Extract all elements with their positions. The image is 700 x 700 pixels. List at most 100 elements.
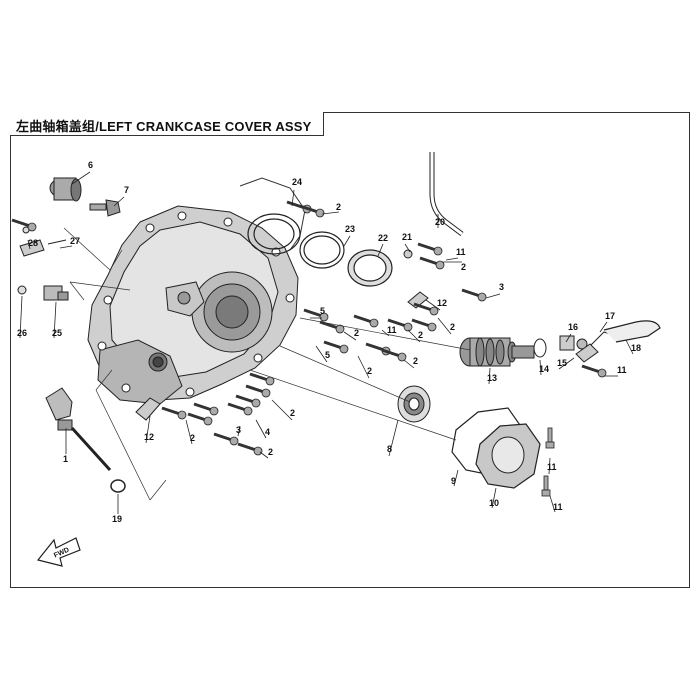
callout-11: 11 — [617, 365, 627, 375]
bolt — [411, 318, 437, 332]
plug-bolt-7 — [89, 199, 121, 217]
leader-line — [548, 457, 551, 475]
leader-line — [425, 299, 441, 311]
bolt — [417, 242, 443, 256]
bracket-15 — [575, 343, 599, 363]
bolt — [187, 412, 213, 426]
bracket-12 — [407, 291, 429, 309]
leader-line — [53, 301, 57, 339]
bolt — [161, 406, 187, 420]
leader-line — [27, 239, 31, 250]
callout-6: 6 — [88, 160, 93, 170]
callout-11: 11 — [387, 325, 397, 335]
crankcase-cover — [87, 205, 299, 405]
leader-line — [539, 359, 542, 376]
bolt — [193, 402, 219, 416]
bolt — [319, 320, 345, 334]
diagram-frame — [10, 112, 690, 588]
leader-line — [599, 321, 608, 333]
bolt — [581, 364, 607, 378]
bolt — [461, 288, 487, 302]
leader-line — [71, 171, 91, 185]
callout-17: 17 — [605, 311, 615, 321]
bolt — [227, 402, 253, 416]
bolt — [299, 204, 325, 218]
title-box: 左曲轴箱盖组/LEFT CRANKCASE COVER ASSY — [10, 112, 324, 136]
callout-11: 11 — [456, 247, 466, 257]
callout-1: 1 — [63, 454, 68, 464]
bearing — [397, 385, 431, 423]
leader-line — [381, 329, 390, 337]
bolt — [353, 314, 379, 328]
bolt — [249, 372, 275, 386]
callout-labels: 1 2 2 2 2 2 2 2 2 2 2 3 3 4 5 5 6 7 8 9 … — [17, 160, 641, 524]
bolt — [235, 394, 261, 408]
leader-line — [185, 419, 193, 445]
leader-line — [453, 469, 459, 487]
clamp-and-fitting — [533, 331, 617, 358]
callout-27: 27 — [70, 236, 80, 246]
callout-12: 12 — [437, 298, 447, 308]
bolt — [213, 432, 239, 446]
dipstick — [45, 387, 112, 472]
leader-line — [377, 243, 384, 257]
callout-2: 2 — [354, 328, 359, 338]
bolt — [323, 340, 349, 354]
leader-line — [445, 257, 459, 261]
callout-2: 2 — [367, 366, 372, 376]
bolt — [11, 218, 37, 232]
callout-16: 16 — [568, 322, 578, 332]
leader-line — [565, 333, 572, 343]
diagram-title: 左曲轴箱盖组/LEFT CRANKCASE COVER ASSY — [16, 119, 312, 134]
leader-line — [237, 425, 241, 437]
callout-13: 13 — [487, 373, 497, 383]
bolt — [303, 308, 329, 322]
callout-4: 4 — [265, 427, 270, 437]
o-ring-19 — [110, 479, 126, 493]
bolt — [237, 442, 263, 456]
callout-25: 25 — [52, 328, 62, 338]
alignment-lines — [63, 227, 471, 501]
bolt-26 — [17, 285, 27, 295]
bellows — [459, 337, 535, 367]
callout-2: 2 — [461, 262, 466, 272]
leader-line — [407, 329, 421, 343]
leader-line — [343, 235, 351, 247]
bracket-27-28 — [19, 226, 67, 257]
callout-12: 12 — [144, 432, 154, 442]
breather-fitting — [403, 249, 413, 259]
callout-2: 2 — [290, 408, 295, 418]
plate-12 — [135, 397, 161, 421]
leader-line — [357, 355, 370, 379]
callout-19: 19 — [112, 514, 122, 524]
leader-line — [145, 415, 151, 444]
sensor-25 — [43, 285, 69, 301]
callout-2: 2 — [336, 202, 341, 212]
gasket-outline — [239, 177, 306, 251]
leader-line — [19, 295, 23, 339]
leader-line — [549, 495, 556, 513]
callout-2: 2 — [418, 330, 423, 340]
fwd-arrow: FWD — [36, 537, 81, 567]
leader-line — [343, 331, 357, 341]
bolt — [545, 427, 555, 449]
leader-line — [558, 357, 575, 370]
callout-10: 10 — [489, 498, 499, 508]
callout-3: 3 — [499, 282, 504, 292]
callout-9: 9 — [451, 476, 456, 486]
leader-line — [291, 189, 295, 207]
leader-line — [113, 196, 125, 207]
callout-26: 26 — [17, 328, 27, 338]
callout-14: 14 — [539, 364, 549, 374]
cover-10-boss — [491, 436, 525, 474]
leader-line — [255, 419, 267, 439]
bolts — [11, 200, 607, 497]
leader-line — [259, 451, 269, 459]
bolt — [381, 348, 407, 362]
bolt — [245, 384, 271, 398]
callout-20: 20 — [435, 217, 445, 227]
callout-28: 28 — [28, 238, 38, 248]
seal-rings — [247, 213, 393, 287]
callout-15: 15 — [557, 358, 567, 368]
